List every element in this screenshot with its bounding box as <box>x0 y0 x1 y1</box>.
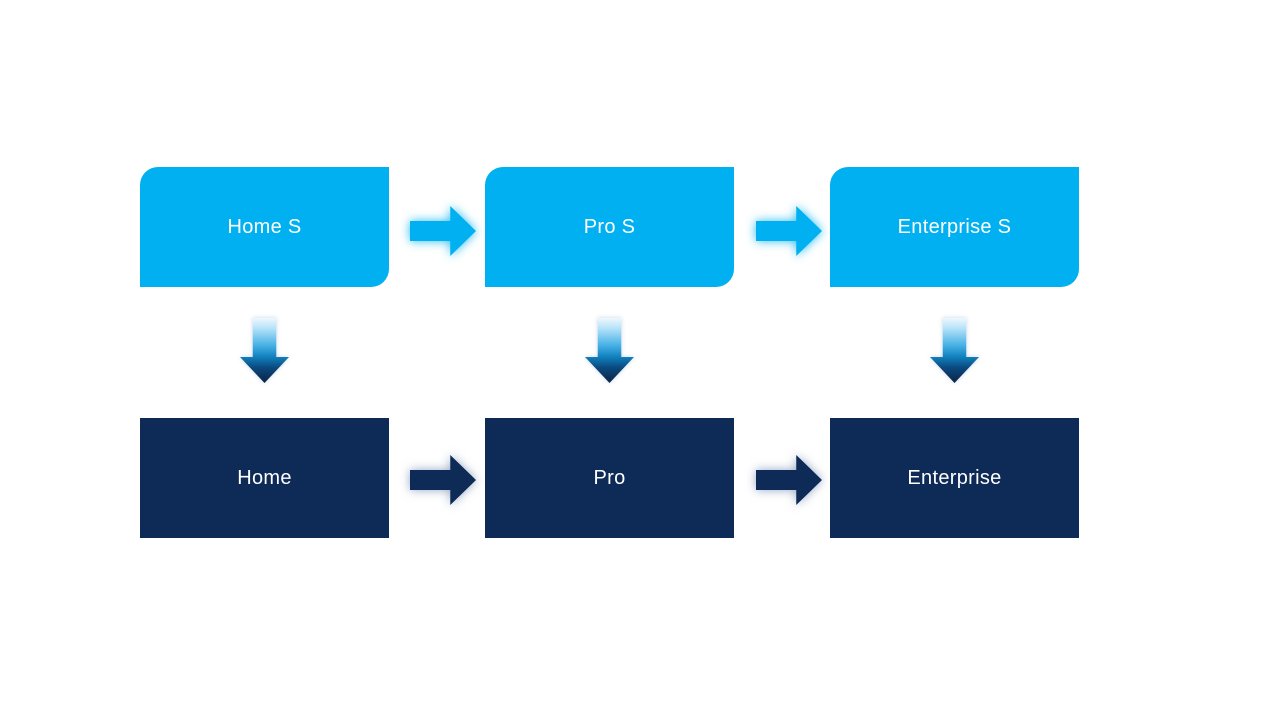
node-enterprise: Enterprise <box>830 418 1079 538</box>
down-arrow-icon <box>930 318 979 383</box>
right-arrow-shape <box>410 455 476 505</box>
right-arrow-shape <box>756 455 822 505</box>
down-arrow-icon <box>585 318 634 383</box>
down-arrow-shape <box>240 318 289 383</box>
right-arrow-shape <box>410 206 476 256</box>
right-arrow-shape <box>756 206 822 256</box>
right-arrow-icon <box>410 206 476 256</box>
down-arrow-icon <box>240 318 289 383</box>
node-label: Enterprise <box>907 466 1002 489</box>
right-arrow-icon <box>756 455 822 505</box>
node-label: Pro <box>593 466 626 489</box>
right-arrow-icon <box>756 206 822 256</box>
node-pro: Pro <box>485 418 734 538</box>
node-label: Home <box>237 466 292 489</box>
down-arrow-shape <box>930 318 979 383</box>
down-arrow-shape <box>585 318 634 383</box>
node-label: Enterprise S <box>897 215 1012 238</box>
right-arrow-icon <box>410 455 476 505</box>
node-pro-s: Pro S <box>485 167 734 287</box>
node-home-s: Home S <box>140 167 389 287</box>
node-label: Pro S <box>583 215 636 238</box>
node-home: Home <box>140 418 389 538</box>
node-label: Home S <box>227 215 302 238</box>
node-enterprise-s: Enterprise S <box>830 167 1079 287</box>
